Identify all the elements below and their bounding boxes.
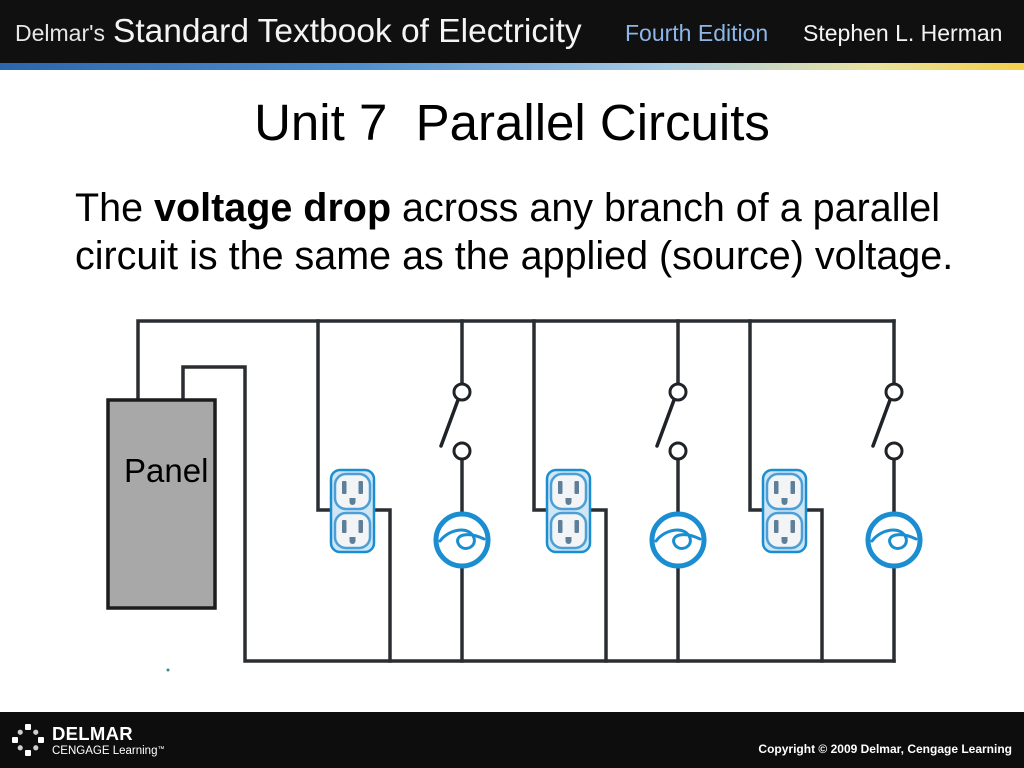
electrical-panel (106, 398, 217, 610)
outlet-outline (765, 511, 804, 550)
outlet-face (549, 511, 588, 550)
outlet-slot (342, 520, 347, 533)
duplex-receptacle-icon (329, 468, 376, 554)
switch-icon (439, 382, 472, 461)
supply-wires (136, 319, 896, 663)
switch-terminal-top (452, 382, 472, 402)
publisher-name: Delmar's (15, 20, 106, 46)
author-name: Stephen L. Herman (803, 20, 1003, 46)
outlet-ground-hole (565, 537, 572, 544)
bottom-supply-wire (181, 365, 896, 663)
slide-title: Unit 7 Parallel Circuits (254, 94, 770, 151)
receptacle-feed-wire (748, 319, 765, 512)
book-title: Standard Textbook of Electricity (113, 12, 582, 50)
outlet-slot (358, 520, 363, 533)
key-term-voltage-drop: voltage drop (154, 186, 392, 230)
brand-subtitle-text: CENGAGE Learning (52, 745, 158, 757)
outlet-ground-hole (781, 537, 788, 544)
outlet-slot (790, 481, 795, 494)
duplex-receptacle-icon (545, 468, 592, 554)
brand-subtitle: CENGAGE Learning™ (52, 745, 165, 758)
lamp-globe (649, 511, 707, 569)
outlet-face (333, 472, 372, 511)
receptacle-plate (761, 468, 808, 554)
receptacle-feed-wire (316, 319, 333, 512)
edition-label: Fourth Edition (625, 20, 769, 46)
lamp-filament (870, 528, 918, 550)
delmar-cengage-logo-icon (12, 724, 44, 756)
outlet-outline (333, 511, 372, 550)
outlet-slot (574, 520, 579, 533)
slide-header (0, 0, 1024, 63)
receptacle-plate (545, 468, 592, 554)
switch-icon (871, 382, 904, 461)
lamp-icon (433, 511, 491, 569)
switch-terminal-bottom (884, 441, 904, 461)
outlet-slot (774, 520, 779, 533)
switch-icon (655, 382, 688, 461)
outlet-face (333, 511, 372, 550)
lamp-icon (649, 511, 707, 569)
receptacle-return-wire (588, 508, 608, 663)
panel-label: Panel (124, 452, 209, 489)
body-text-continuation: across any branch of a parallel (391, 186, 940, 230)
copyright-notice: Copyright © 2009 Delmar, Cengage Learnin… (758, 742, 1012, 756)
outlet-outline (549, 472, 588, 511)
body-text-line-2: circuit is the same as the applied (sour… (75, 234, 954, 278)
lamp-filament (438, 528, 486, 550)
receptacle-return-wire (372, 508, 392, 663)
trademark-symbol: ™ (157, 746, 165, 753)
lamp-icon (865, 511, 923, 569)
receptacle-feed-wire (532, 319, 549, 512)
outlet-outline (549, 511, 588, 550)
outlet-slot (574, 481, 579, 494)
outlet-slot (558, 520, 563, 533)
outlet-face (765, 511, 804, 550)
switch-terminal-bottom (452, 441, 472, 461)
duplex-receptacle-icon (761, 468, 808, 554)
outlet-slot (774, 481, 779, 494)
outlet-slot (342, 481, 347, 494)
brand-name: DELMAR (52, 723, 133, 744)
receptacle-plate (329, 468, 376, 554)
switch-blade (871, 398, 892, 448)
switch-terminal-top (668, 382, 688, 402)
switch-blade (439, 398, 460, 448)
outlet-ground-hole (349, 498, 356, 505)
branch-wires (532, 319, 680, 663)
lamp-globe (433, 511, 491, 569)
lamp-filament (654, 528, 702, 550)
outlet-slot (558, 481, 563, 494)
outlet-ground-hole (349, 537, 356, 544)
outlet-slot (790, 520, 795, 533)
outlet-ground-hole (781, 498, 788, 505)
branch-wires (748, 319, 896, 663)
receptacle-return-wire (804, 508, 824, 663)
body-text-line-1: The voltage drop across any branch of a … (75, 184, 940, 232)
outlet-face (549, 472, 588, 511)
switch-blade (655, 398, 676, 448)
stray-dot (166, 668, 170, 672)
switch-terminal-top (884, 382, 904, 402)
outlet-face (765, 472, 804, 511)
switch-terminal-bottom (668, 441, 688, 461)
branch-wires (316, 319, 464, 663)
lamp-globe (865, 511, 923, 569)
slide-footer (0, 712, 1024, 768)
outlet-slot (358, 481, 363, 494)
top-supply-wire (136, 319, 896, 402)
body-text-intro: The (75, 186, 155, 230)
outlet-outline (333, 472, 372, 511)
outlet-outline (765, 472, 804, 511)
header-accent-strip (0, 63, 1024, 70)
outlet-ground-hole (565, 498, 572, 505)
